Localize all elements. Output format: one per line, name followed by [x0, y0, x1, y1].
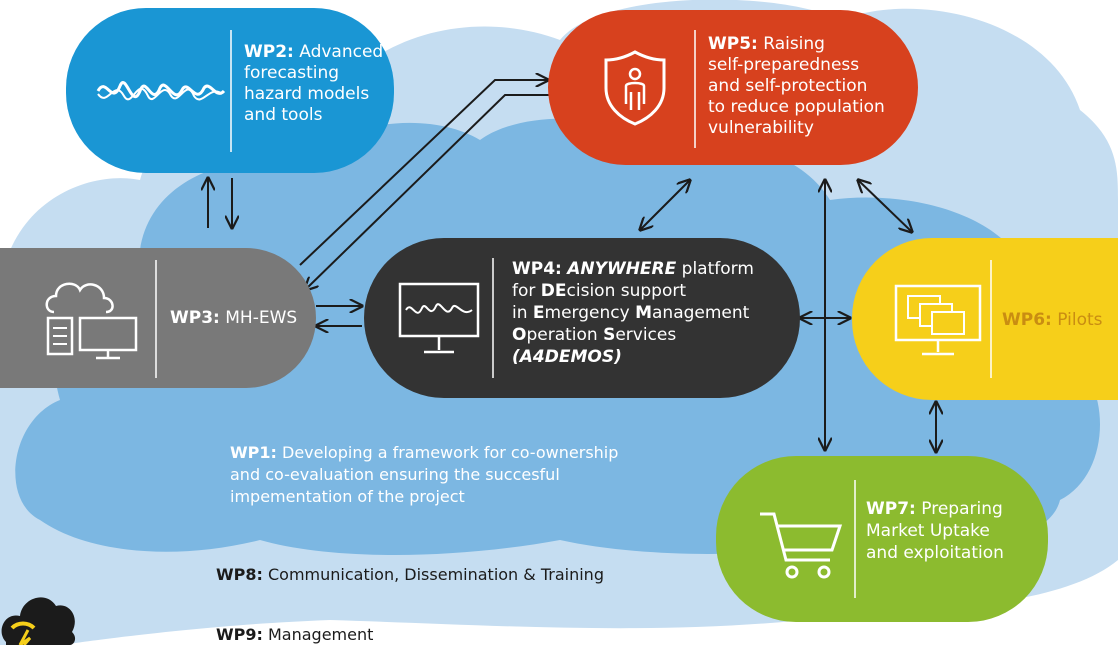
wp5-line1: Raising — [763, 34, 825, 54]
wp5-box: WP5: Raising self-preparedness and self-… — [548, 10, 918, 165]
wp9-rest: Management — [268, 625, 374, 644]
wp4-l4-b1: O — [512, 325, 527, 345]
wp1-line2: and co-evaluation ensuring the succesful — [230, 465, 560, 484]
wp1-text: WP1: Developing a framework for co-owner… — [230, 442, 618, 508]
shield-person-icon — [604, 50, 666, 126]
wp7-divider — [854, 480, 856, 598]
monitor-waveform-icon — [398, 282, 480, 354]
wp4-l3-pre: in — [512, 303, 533, 323]
wp9-id: WP9: — [216, 625, 263, 644]
wp4-anywhere: ANYWHERE — [567, 259, 677, 279]
wp6-id: WP6: — [1002, 310, 1052, 330]
wp5-id: WP5: — [708, 34, 758, 54]
wp6-name: Pilots — [1057, 310, 1103, 330]
wp3-divider — [155, 260, 157, 378]
wp7-id: WP7: — [866, 499, 916, 519]
wp4-l3-m1: mergency — [544, 303, 636, 323]
wp3-name: MH-EWS — [225, 308, 298, 328]
arrow-wp4-wp5 — [640, 180, 690, 230]
shopping-cart-icon — [760, 512, 843, 579]
wp4-l4-m2: ervices — [615, 325, 677, 345]
wp4-l2-rest: cision support — [566, 281, 687, 301]
wp4-label: WP4: ANYWHERE platform for DEcision supp… — [512, 258, 754, 368]
wp4-acronym: (A4DEMOS) — [512, 347, 622, 367]
wp8-id: WP8: — [216, 565, 263, 584]
wp1-line3: impementation of the project — [230, 487, 465, 506]
wp5-line3: and self-protection — [708, 76, 868, 96]
wp4-l4-b2: S — [603, 325, 616, 345]
wp5-divider — [694, 30, 696, 148]
wp6-divider — [990, 260, 992, 378]
wp2-line4: and tools — [244, 105, 323, 125]
wp7-line2: Market Uptake — [866, 521, 990, 541]
wp4-box: WP4: ANYWHERE platform for DEcision supp… — [364, 238, 800, 398]
wp2-label: WP2: Advanced forecasting hazard models … — [244, 42, 383, 126]
wp2-line3: hazard models — [244, 84, 370, 104]
wp1-id: WP1: — [230, 443, 277, 462]
wp5-line4: to reduce population — [708, 97, 885, 117]
wp7-line3: and exploitation — [866, 543, 1004, 563]
wp2-line2: forecasting — [244, 63, 340, 83]
wp4-platform: platform — [681, 259, 754, 279]
wp7-line1: Preparing — [921, 499, 1003, 519]
wp5-line2: self-preparedness — [708, 55, 860, 75]
wp4-l3-b2: M — [635, 303, 652, 323]
waveform-icon — [96, 81, 226, 101]
arrow-wp5-wp6 — [858, 180, 912, 232]
arrow-wp5-to-wp3 — [305, 94, 555, 290]
wp4-divider — [492, 258, 494, 378]
wp4-id: WP4: — [512, 259, 562, 279]
wp4-l3-m2: anagement — [652, 303, 750, 323]
wp7-label: WP7: Preparing Market Uptake and exploit… — [866, 498, 1004, 564]
wp8-text: WP8: Communication, Dissemination & Trai… — [216, 564, 604, 585]
wp9-text: WP9: Management — [216, 624, 373, 645]
wp4-l3-b1: E — [532, 303, 545, 323]
wp3-box: WP3: MH-EWS — [0, 248, 316, 388]
wp5-line5: vulnerability — [708, 118, 814, 138]
wp3-label: WP3: MH-EWS — [170, 308, 297, 329]
arrow-wp3-to-wp5 — [299, 80, 548, 266]
wp4-l2-pre: for — [512, 281, 541, 301]
wp2-line1: Advanced — [299, 42, 384, 62]
wp4-l4-m1: peration — [526, 325, 604, 345]
wp4-l2-bold: DE — [540, 281, 567, 301]
monitor-windows-icon — [894, 284, 982, 356]
wp1-line1: Developing a framework for co-ownership — [282, 443, 619, 462]
storm-cloud-logo-icon — [1, 597, 76, 645]
wp6-box: WP6: Pilots — [852, 238, 1118, 400]
wp2-id: WP2: — [244, 42, 294, 62]
wp2-box: WP2: Advanced forecasting hazard models … — [66, 8, 394, 173]
wp2-divider — [230, 30, 232, 152]
wp5-label: WP5: Raising self-preparedness and self-… — [708, 34, 885, 139]
wp6-label: WP6: Pilots — [1002, 310, 1103, 331]
wp3-id: WP3: — [170, 308, 220, 328]
wp7-box: WP7: Preparing Market Uptake and exploit… — [716, 456, 1048, 622]
wp8-rest: Communication, Dissemination & Training — [268, 565, 604, 584]
cloud-computer-icon — [45, 282, 138, 360]
